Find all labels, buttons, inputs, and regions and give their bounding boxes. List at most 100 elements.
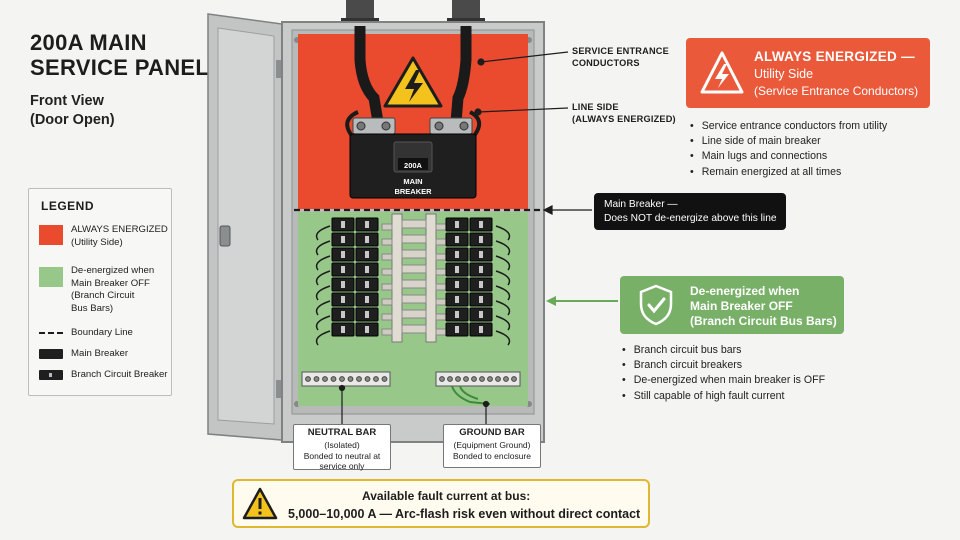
bus-tab: [401, 264, 427, 274]
ground-screw: [495, 376, 501, 382]
branch-breaker-left[interactable]: [331, 277, 355, 292]
branch-wire: [495, 240, 511, 256]
branch-breaker-right[interactable]: [445, 307, 469, 322]
bus-stab: [381, 253, 393, 261]
list-item: Line side of main breaker: [690, 134, 887, 149]
branch-wire: [315, 300, 331, 316]
branch-breaker-left[interactable]: [355, 247, 379, 262]
bus-stab: [435, 238, 447, 246]
branch-breaker-left[interactable]: [331, 307, 355, 322]
lightning-warning-icon: [383, 56, 443, 108]
branch-breaker-left[interactable]: [331, 232, 355, 247]
neutral-screw: [322, 376, 328, 382]
branch-breaker-right[interactable]: [469, 247, 493, 262]
branch-breaker-left[interactable]: [331, 262, 355, 277]
bus-tab: [401, 294, 427, 304]
fault-current-callout: Available fault current at bus: 5,000–10…: [232, 479, 650, 528]
list-item: Branch circuit bus bars: [622, 343, 825, 358]
branch-breaker-right[interactable]: [445, 262, 469, 277]
panel-door: [207, 13, 284, 441]
branch-breaker-left[interactable]: [355, 322, 379, 337]
branch-breaker-right[interactable]: [469, 217, 493, 232]
bus-stab: [435, 223, 447, 231]
branch-breaker-right[interactable]: [445, 322, 469, 337]
branch-wire: [495, 225, 511, 241]
ground-screw: [479, 376, 485, 382]
ground-screw: [503, 376, 509, 382]
neutral-screw: [339, 376, 345, 382]
branch-breaker-right[interactable]: [469, 232, 493, 247]
list-item: De-energized when main breaker is OFF: [622, 373, 825, 388]
legend: LEGEND ALWAYS ENERGIZED (Utility Side) D…: [28, 188, 172, 396]
branch-breaker-left[interactable]: [331, 247, 355, 262]
branch-breaker-left[interactable]: [331, 292, 355, 307]
bus-tab: [401, 249, 427, 259]
branch-breaker-left[interactable]: [355, 232, 379, 247]
branch-wire: [495, 270, 511, 286]
shield-check-icon: [639, 284, 673, 326]
branch-breaker-right[interactable]: [445, 292, 469, 307]
branch-breaker-right[interactable]: [445, 217, 469, 232]
line-side-label: LINE SIDE (ALWAYS ENERGIZED): [572, 102, 676, 124]
branch-breaker-right[interactable]: [469, 307, 493, 322]
branch-wire: [495, 300, 511, 316]
branch-breaker-left[interactable]: [355, 217, 379, 232]
neutral-screw: [364, 376, 371, 382]
ground-bar: [435, 371, 521, 405]
branch-breaker-left[interactable]: [355, 292, 379, 307]
branch-wire: [315, 315, 331, 331]
branch-breaker-right[interactable]: [469, 262, 493, 277]
bus-stab: [381, 268, 393, 276]
bus-stab: [381, 313, 393, 321]
branch-breaker-right[interactable]: [469, 277, 493, 292]
bus-tab: [401, 309, 427, 319]
service-conductors: [345, 26, 482, 138]
neutral-screw: [373, 376, 379, 382]
energized-bullet-list: Service entrance conductors from utility…: [690, 119, 887, 180]
legend-swatch-main-breaker: [39, 349, 63, 359]
neutral-screw: [305, 376, 311, 382]
branch-breaker-left[interactable]: [355, 307, 379, 322]
ground-bar-label: GROUND BAR (Equipment Ground) Bonded to …: [443, 424, 541, 468]
main-breaker-rating: 200A: [404, 161, 423, 170]
list-item: Service entrance conductors from utility: [690, 119, 887, 134]
branch-wire: [315, 225, 331, 241]
branch-wire: [315, 330, 331, 346]
branch-breaker-left[interactable]: [331, 322, 355, 337]
branch-wire: [495, 285, 511, 301]
ground-screw: [487, 376, 493, 382]
neutral-screw: [356, 376, 362, 382]
legend-swatch-boundary-line: [39, 332, 63, 334]
bus-stab: [435, 253, 447, 261]
branch-breakers: [331, 217, 493, 337]
branch-breaker-right[interactable]: [445, 232, 469, 247]
main-lugs: [352, 117, 473, 135]
neutral-bar-label: NEUTRAL BAR (Isolated) Bonded to neutral…: [293, 424, 391, 471]
branch-breaker-right[interactable]: [445, 277, 469, 292]
legend-swatch-deenergized: [39, 267, 63, 287]
branch-breaker-right[interactable]: [469, 322, 493, 337]
neutral-screw: [347, 376, 354, 382]
main-breaker[interactable]: 200A MAIN BREAKER: [349, 133, 477, 199]
branch-breaker-left[interactable]: [355, 277, 379, 292]
bus-stab: [381, 238, 393, 246]
bus-tab: [401, 324, 427, 334]
bus-stab: [381, 223, 393, 231]
branch-breaker-left[interactable]: [355, 262, 379, 277]
legend-swatch-branch-breaker: [39, 370, 63, 380]
branch-breaker-right[interactable]: [469, 292, 493, 307]
deenergized-bullet-list: Branch circuit bus bars Branch circuit b…: [622, 343, 825, 404]
branch-wire: [495, 315, 511, 331]
door-latch: [219, 225, 231, 247]
bus-tab: [401, 219, 427, 229]
legend-title: LEGEND: [41, 199, 95, 213]
main-breaker-label-1: MAIN: [403, 177, 422, 186]
branch-breaker-right[interactable]: [445, 247, 469, 262]
bus-stab: [435, 328, 447, 336]
main-breaker-label-2: BREAKER: [394, 187, 432, 196]
bus-stab: [381, 328, 393, 336]
bus-bar-2: [425, 213, 437, 343]
branch-breaker-left[interactable]: [331, 217, 355, 232]
warning-triangle-icon: [242, 487, 278, 520]
